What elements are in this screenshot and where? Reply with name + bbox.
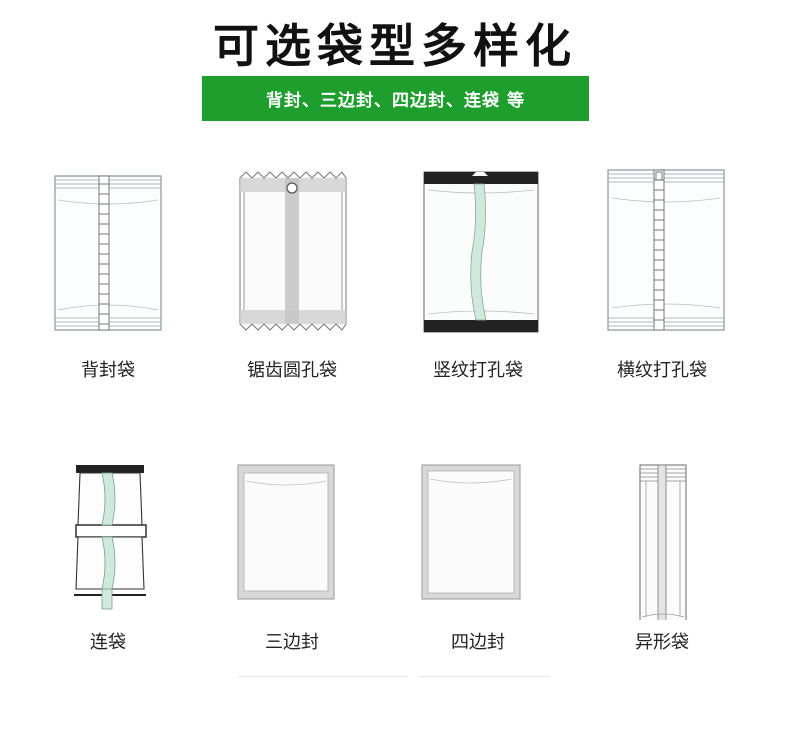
bag-option-three-side: 三边封 <box>212 455 372 665</box>
four-side-seal-bag-icon <box>421 464 521 600</box>
back-seal-bag-icon <box>54 175 162 331</box>
special-shape-bag-icon <box>639 464 687 620</box>
bag-option-horizontal-punched: 横纹打孔袋 <box>582 160 742 390</box>
bag-label: 竖纹打孔袋 <box>433 360 523 381</box>
bag-option-four-side: 四边封 <box>398 455 558 665</box>
divider <box>238 676 408 677</box>
bag-option-special-shape: 异形袋 <box>582 455 742 665</box>
bag-option-back-seal: 背封袋 <box>28 160 188 390</box>
bag-option-vertical-punched: 竖纹打孔袋 <box>398 160 558 390</box>
three-side-seal-bag-icon <box>237 464 335 600</box>
serrated-hole-bag-icon <box>239 171 347 331</box>
bag-label: 背封袋 <box>81 360 135 381</box>
bag-label: 异形袋 <box>635 632 689 653</box>
bag-label: 三边封 <box>265 632 319 653</box>
bag-option-serrated-hole: 锯齿圆孔袋 <box>212 160 372 390</box>
bag-label: 锯齿圆孔袋 <box>247 360 337 381</box>
connected-bags-icon <box>74 465 147 610</box>
subtitle-text: 背封、三边封、四边封、连袋 等 <box>266 91 525 111</box>
page-title: 可选袋型多样化 <box>213 19 577 73</box>
bag-label: 四边封 <box>451 632 505 653</box>
bag-label: 横纹打孔袋 <box>617 360 707 381</box>
bag-option-connected: 连袋 <box>28 455 188 665</box>
divider <box>420 676 550 677</box>
subtitle-banner: 背封、三边封、四边封、连袋 等 <box>202 76 589 121</box>
vertical-texture-punched-bag-icon <box>423 171 539 333</box>
horizontal-texture-punched-bag-icon <box>607 169 725 331</box>
bag-label: 连袋 <box>90 632 126 653</box>
